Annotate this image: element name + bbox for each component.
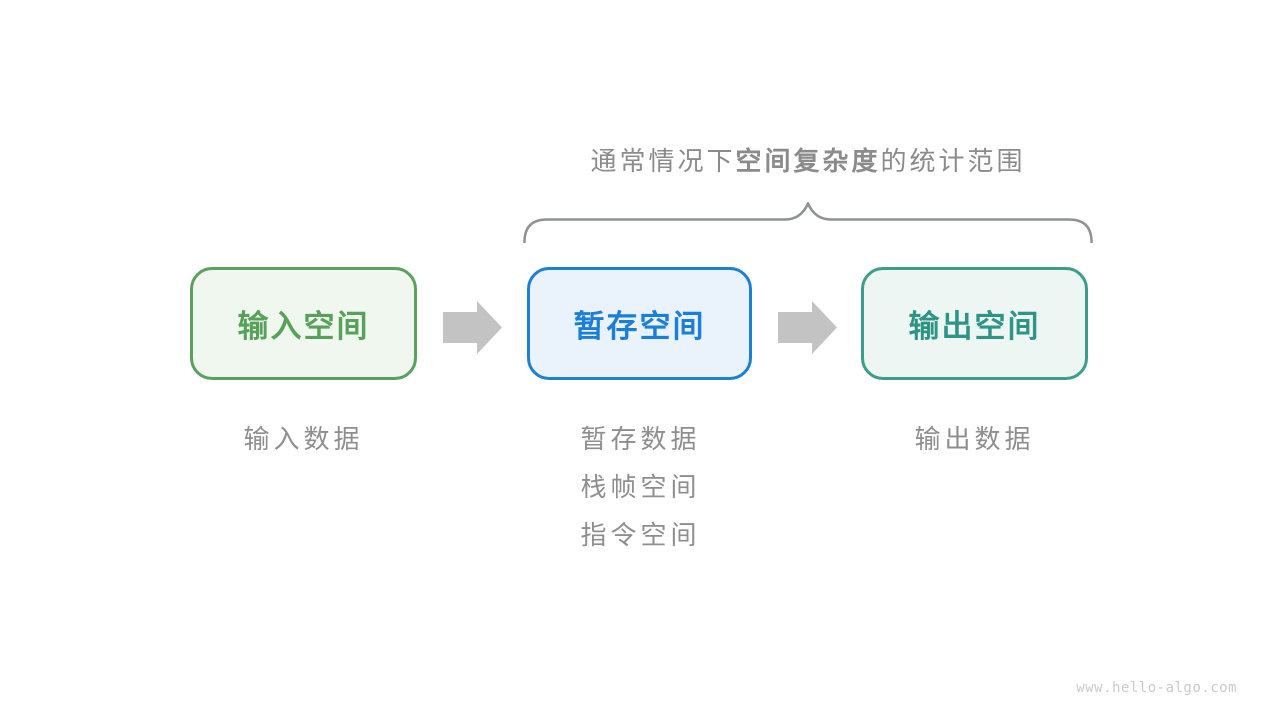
flow-arrow-icon <box>778 301 837 354</box>
caption-instruction-space: 指令空间 <box>580 520 701 550</box>
box-input-space: 输入空间 <box>190 267 417 380</box>
caption-input-data: 输入数据 <box>243 424 364 454</box>
title-suffix: 的统计范围 <box>880 146 1026 176</box>
diagram-title: 通常情况下空间复杂度的统计范围 <box>523 144 1093 178</box>
brace-path <box>523 202 1093 244</box>
box-output-space-label: 输出空间 <box>908 309 1041 344</box>
box-output-space: 输出空间 <box>861 267 1088 380</box>
flow-arrow-shape <box>443 301 502 354</box>
caption-output-data: 输出数据 <box>914 424 1035 454</box>
caption-stack-frame-space: 栈帧空间 <box>580 472 701 502</box>
box-temp-space-label: 暂存空间 <box>573 309 706 344</box>
watermark: www.hello-algo.com <box>1076 680 1237 696</box>
box-temp-space: 暂存空间 <box>527 267 752 380</box>
box-input-space-label: 输入空间 <box>237 309 370 344</box>
caption-temp-data: 暂存数据 <box>580 424 701 454</box>
title-bold-term: 空间复杂度 <box>735 146 881 176</box>
flow-arrow-icon <box>443 301 502 354</box>
brace-icon <box>523 202 1093 244</box>
title-prefix: 通常情况下 <box>590 146 736 176</box>
flow-arrow-shape <box>778 301 837 354</box>
